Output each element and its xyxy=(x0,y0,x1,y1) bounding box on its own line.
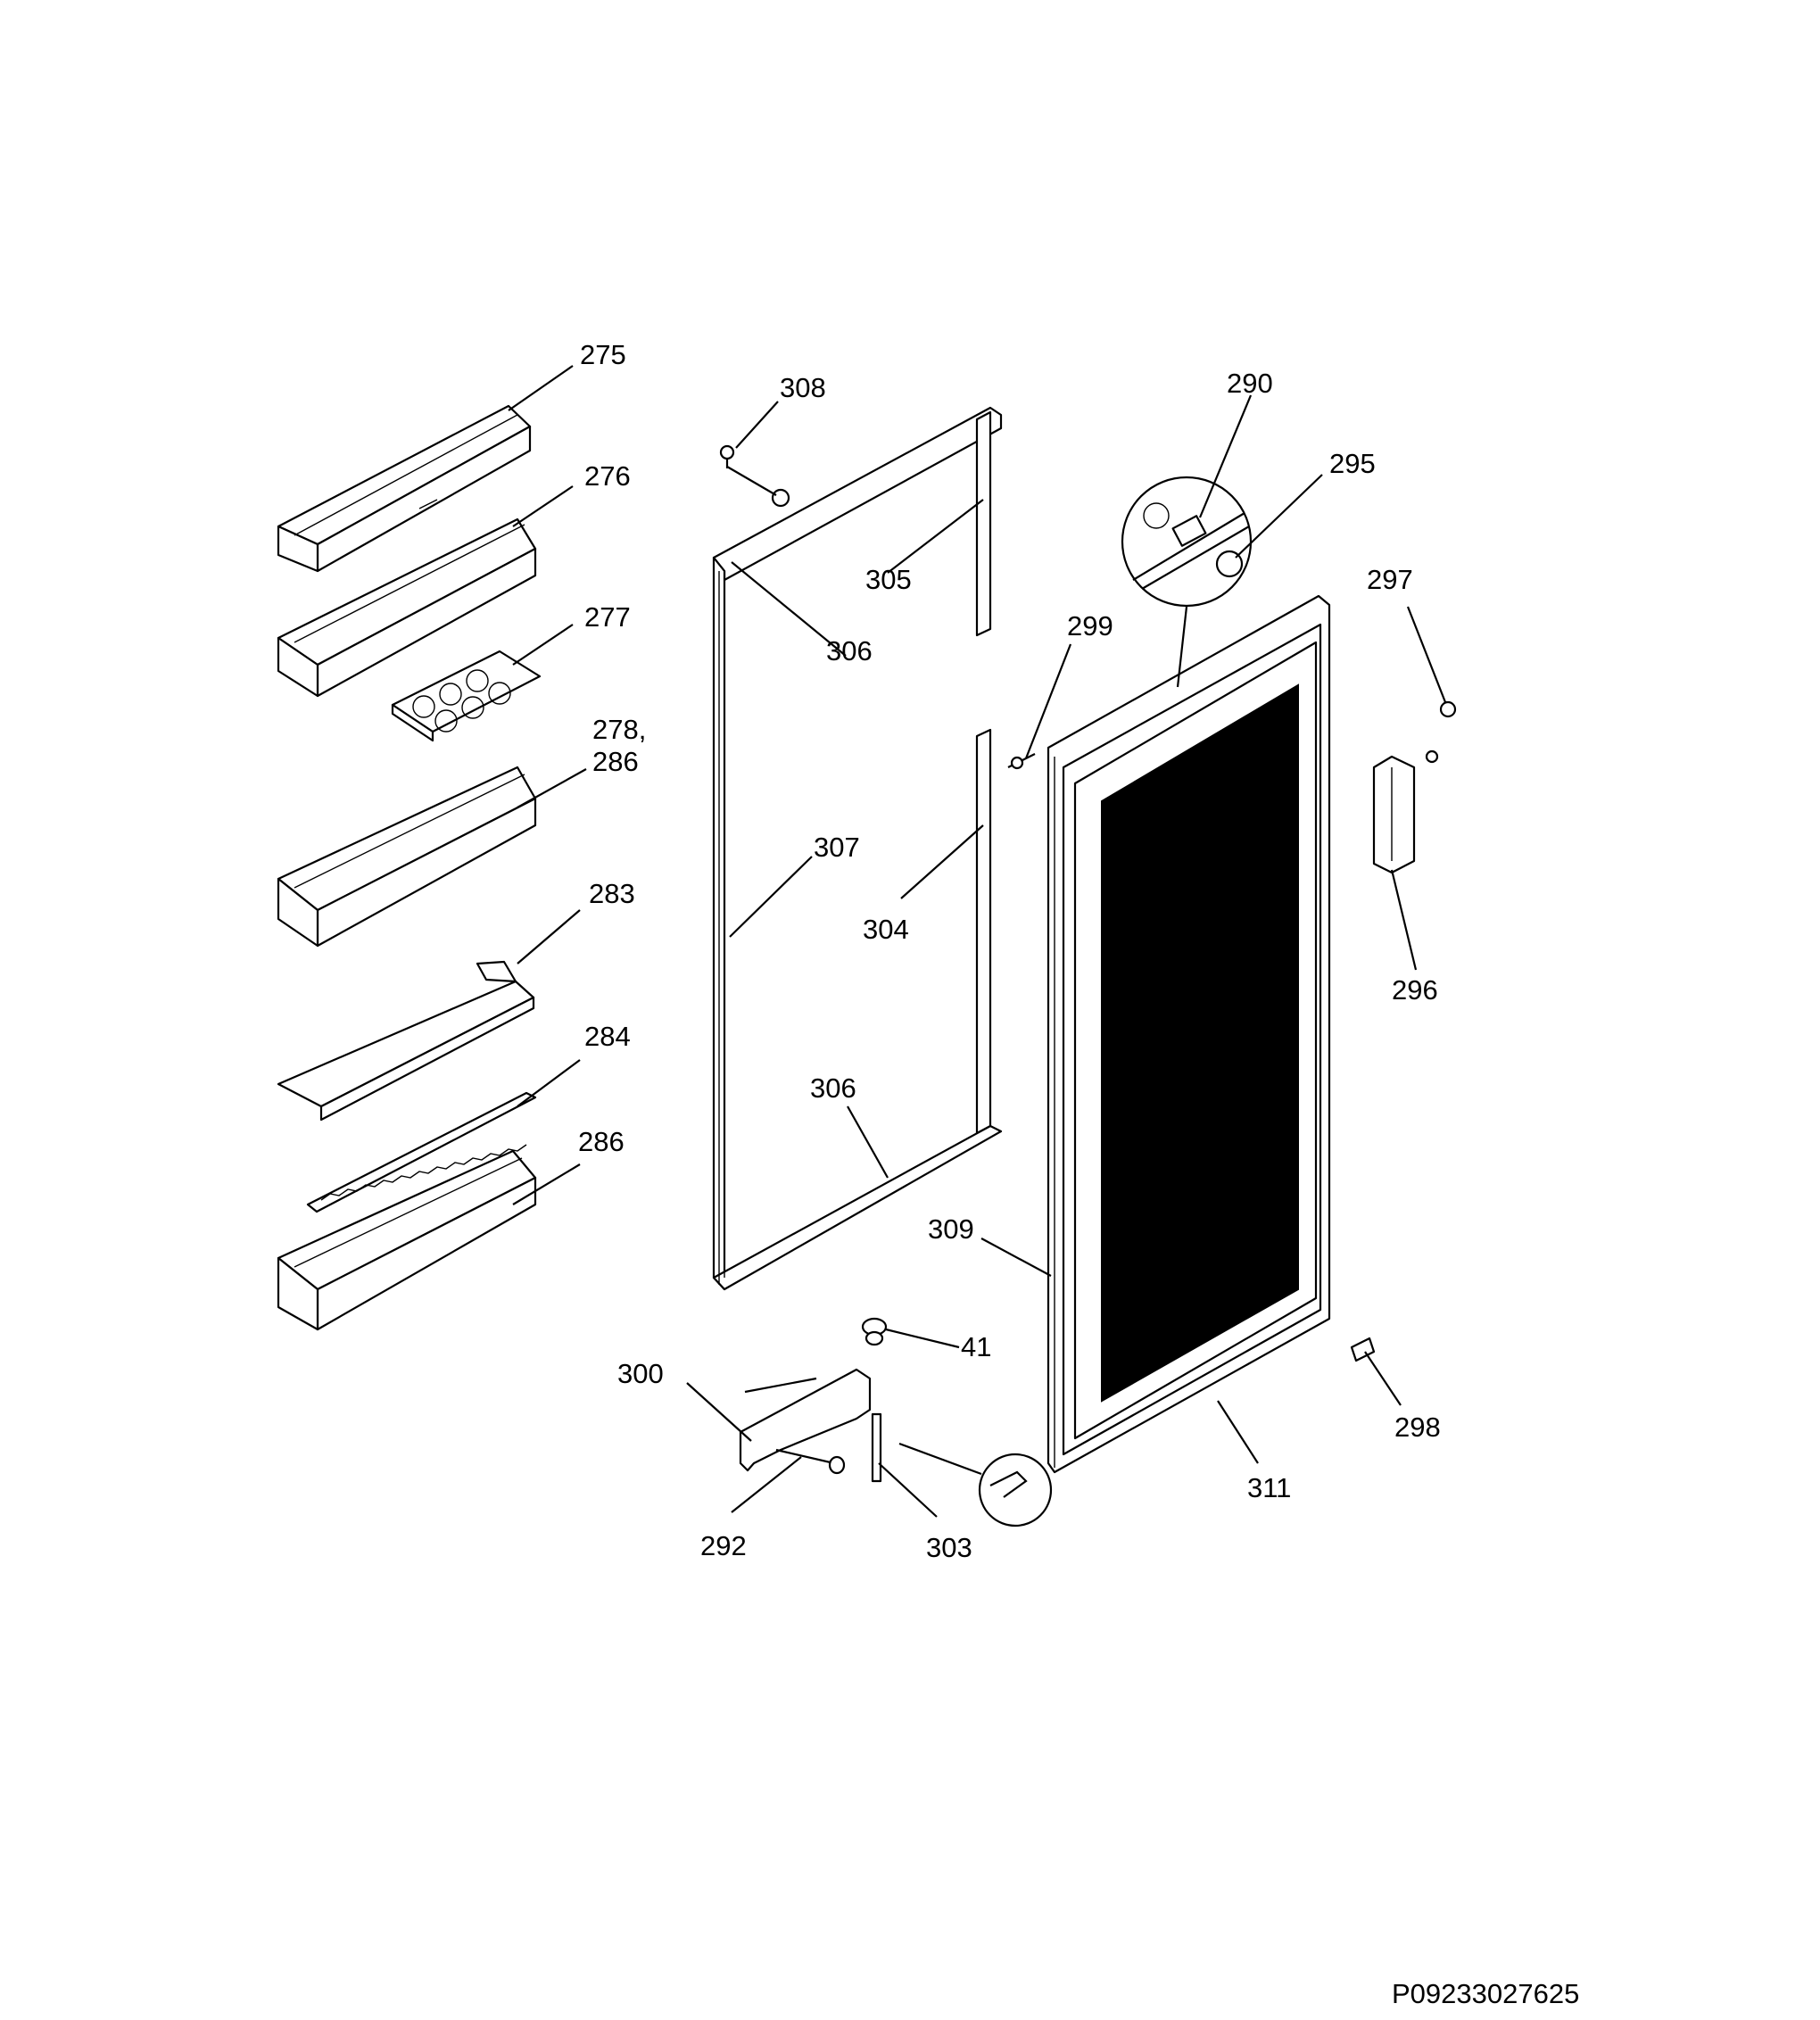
part-41-bushing xyxy=(861,1317,888,1346)
part-308-screw xyxy=(719,444,790,508)
callout-275: 275 xyxy=(580,339,626,370)
part-303-rod xyxy=(871,1412,882,1483)
callout-284: 284 xyxy=(584,1021,631,1052)
part-298-clip xyxy=(1350,1337,1376,1362)
part-290-295-detail-circle xyxy=(1121,476,1253,608)
part-283-shelf-rail xyxy=(277,960,535,1122)
callout-309: 309 xyxy=(928,1213,974,1245)
callout-311: 311 xyxy=(1247,1472,1291,1503)
callout-303: 303 xyxy=(926,1532,972,1563)
part-299-pin xyxy=(1007,753,1036,770)
callout-305: 305 xyxy=(865,564,912,595)
callout-278: 278, xyxy=(592,714,646,745)
callout-295: 295 xyxy=(1329,448,1376,479)
callout-298: 298 xyxy=(1394,1412,1441,1443)
callout-297: 297 xyxy=(1367,564,1413,595)
callout-41: 41 xyxy=(961,1331,991,1362)
part-300-hinge xyxy=(739,1368,872,1472)
part-297-screw xyxy=(1425,700,1457,764)
callout-308: 308 xyxy=(780,372,826,403)
part-307-306-gasket-frame xyxy=(712,406,1003,1291)
part-309-door xyxy=(1046,594,1331,1474)
callout-304: 304 xyxy=(863,914,909,945)
part-305-gasket-strip xyxy=(975,410,992,637)
callout-306-bottom: 306 xyxy=(810,1072,856,1104)
document-id: P09233027625 xyxy=(1392,1978,1579,2009)
part-284-shelf-strip xyxy=(306,1091,537,1213)
callout-296: 296 xyxy=(1392,974,1438,1006)
part-286-door-shelf xyxy=(277,1149,537,1331)
part-276-door-shelf xyxy=(277,517,537,698)
callout-300: 300 xyxy=(617,1358,664,1389)
callout-299: 299 xyxy=(1067,610,1113,642)
callout-286: 286 xyxy=(578,1126,625,1157)
callout-277: 277 xyxy=(584,601,631,633)
callout-278-286: 286 xyxy=(592,746,639,777)
callout-307: 307 xyxy=(814,832,860,863)
callout-276: 276 xyxy=(584,460,631,492)
callout-292: 292 xyxy=(700,1530,747,1561)
part-292-hinge-pin xyxy=(775,1448,846,1475)
part-296-handle xyxy=(1372,755,1416,874)
callout-306-top: 306 xyxy=(826,635,873,666)
callout-283: 283 xyxy=(589,878,635,909)
part-277-egg-tray xyxy=(391,650,542,742)
part-304-gasket-strip xyxy=(975,728,992,1135)
leader-lines xyxy=(508,365,1447,1518)
part-303-detail-circle xyxy=(978,1453,1053,1527)
part-278-door-shelf xyxy=(277,766,537,948)
part-275-shelf-cover xyxy=(277,404,532,573)
callout-290: 290 xyxy=(1227,368,1273,399)
